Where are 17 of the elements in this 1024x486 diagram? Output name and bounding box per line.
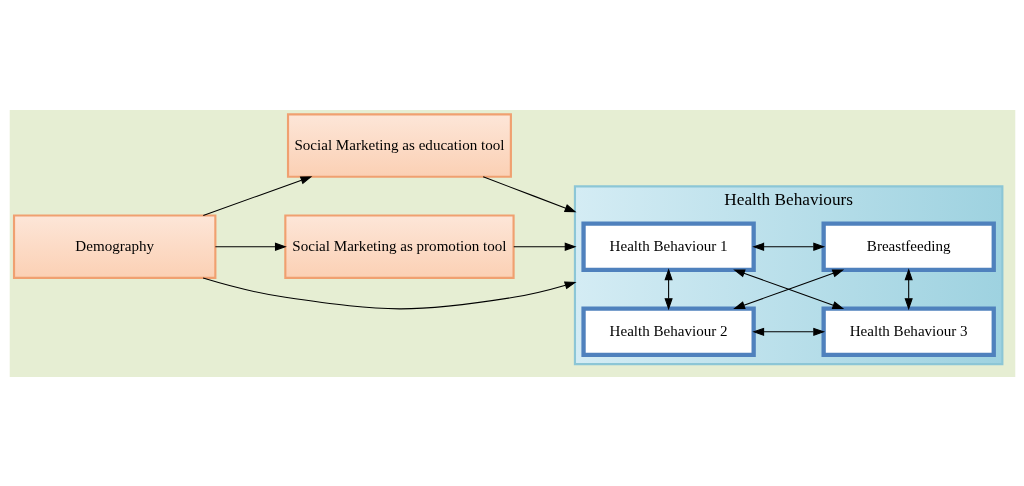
node-box: Breastfeeding — [821, 220, 996, 272]
arrow — [732, 268, 844, 309]
node-box: Health Behaviour 2 — [580, 306, 756, 357]
arrow — [214, 242, 287, 251]
arrow — [202, 277, 576, 309]
arrow — [663, 267, 673, 310]
node-box: Social Marketing as promotion tool — [283, 213, 515, 279]
node-box: Health Behaviour 3 — [821, 306, 996, 357]
arrow — [512, 242, 577, 251]
arrow — [751, 242, 825, 251]
arrow — [751, 327, 825, 336]
node-box: Demography — [12, 213, 216, 279]
node-box: Social Marketing as education tool — [286, 112, 512, 178]
arrow — [202, 175, 312, 216]
node-box: Health Behaviour 1 — [580, 220, 756, 272]
arrow — [904, 267, 913, 310]
arrow — [482, 175, 576, 212]
